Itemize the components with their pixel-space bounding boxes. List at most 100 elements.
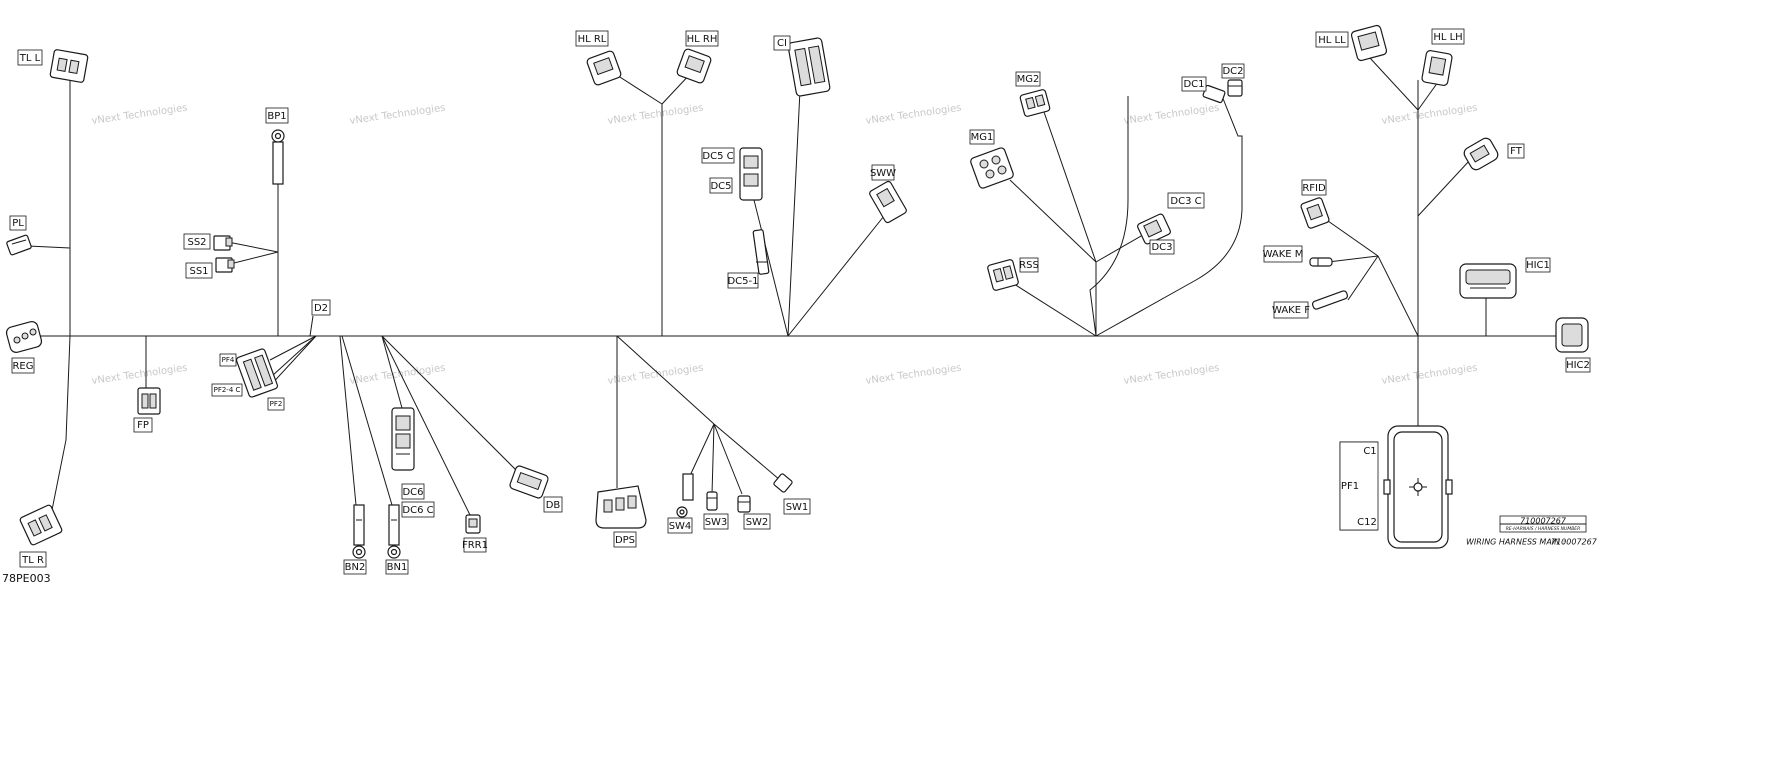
label-bn2: BN2	[345, 562, 366, 573]
pf-connector-cluster	[235, 348, 279, 398]
dc5-connector	[739, 147, 763, 201]
label-tl-r: TL R	[21, 555, 44, 566]
label-bp1: BP1	[267, 111, 286, 122]
label-dc3: DC3	[1151, 242, 1172, 253]
harness-caption-number: 710007267	[1551, 538, 1598, 547]
watermark: vNext Technologies	[607, 363, 704, 387]
label-ft: FT	[1510, 146, 1523, 157]
label-pf4: PF4	[222, 356, 235, 364]
tl-r-connector	[19, 504, 63, 546]
hl-rl-connector	[586, 50, 622, 86]
label-wake-f: WAKE F	[1272, 305, 1310, 316]
label-wake-m: WAKE M	[1263, 249, 1304, 260]
bn1-terminal	[387, 504, 401, 559]
watermark: vNext Technologies	[1123, 363, 1220, 387]
harness-caption: WIRING HARNESS MAIN :	[1466, 538, 1566, 547]
label-fp: FP	[137, 420, 149, 431]
hl-rh-connector	[676, 48, 712, 84]
pl-connector	[6, 234, 32, 256]
bn2-terminal	[352, 504, 366, 559]
label-rss: RSS	[1019, 260, 1039, 271]
label-d2: D2	[314, 303, 328, 314]
hic2-connector	[1555, 317, 1589, 353]
label-dc5-c: DC5 C	[702, 151, 733, 162]
label-pl: PL	[12, 218, 24, 229]
figure-id: 78PE003	[2, 572, 51, 585]
label-ecu-pf1: PF1	[1341, 481, 1359, 492]
pf1-ecu-module	[1339, 425, 1453, 549]
part-number: 710007267	[1520, 517, 1567, 526]
label-bn1: BN1	[387, 562, 408, 573]
ss2-connector	[213, 235, 233, 251]
label-dc2: DC2	[1222, 66, 1243, 77]
dc6-connector	[391, 407, 415, 471]
label-ecu-pin-bottom: C12	[1357, 517, 1377, 528]
mg2-connector	[1019, 89, 1051, 117]
tl-l-connector	[49, 49, 89, 83]
label-ci: CI	[777, 38, 787, 49]
sw3-terminal	[706, 491, 718, 511]
watermark: vNext Technologies	[91, 103, 188, 127]
label-hl-lh: HL LH	[1433, 32, 1462, 43]
part-number-sub-label: RE-HARNAIS / HARNESS NUMBER	[1506, 526, 1581, 532]
frr1-connector	[465, 514, 481, 534]
watermark: vNext Technologies	[1381, 363, 1478, 387]
label-dc1: DC1	[1183, 79, 1204, 90]
label-dps: DPS	[615, 535, 635, 546]
label-sw4: SW4	[669, 521, 692, 532]
watermark: vNext Technologies	[1123, 103, 1220, 127]
ft-connector	[1463, 137, 1499, 171]
connector-symbols	[5, 24, 1589, 559]
dps-connector	[595, 485, 647, 529]
label-db: DB	[546, 500, 561, 511]
label-dc6-c: DC6 C	[402, 505, 433, 516]
sw1-terminal	[773, 473, 793, 493]
watermark: vNext Technologies	[349, 363, 446, 387]
watermark-layer: vNext Technologies vNext Technologies vN…	[91, 103, 1478, 387]
label-hic2: HIC2	[1566, 360, 1590, 371]
label-dc5-1: DC5-1	[727, 276, 758, 287]
label-hl-rl: HL RL	[578, 34, 607, 45]
label-sw2: SW2	[746, 517, 769, 528]
label-sw3: SW3	[705, 517, 728, 528]
label-ecu-pin-top: C1	[1363, 446, 1376, 457]
fp-connector	[137, 387, 161, 415]
label-frr1: FRR1	[462, 540, 488, 551]
watermark: vNext Technologies	[91, 363, 188, 387]
label-hl-ll: HL LL	[1318, 35, 1346, 46]
db-connector	[509, 465, 549, 499]
label-hic1: HIC1	[1526, 260, 1550, 271]
connector-labels: TL L PL REG TL R FP BP1 SS2 SS1 D2 PF4 P…	[2, 32, 1598, 585]
hic1-connector	[1459, 263, 1517, 299]
label-mg2: MG2	[1017, 74, 1040, 85]
label-ss2: SS2	[187, 237, 206, 248]
label-sw1: SW1	[786, 502, 809, 513]
part-number-box	[1499, 515, 1587, 533]
dc3-connector	[1137, 213, 1171, 245]
harness-wires	[27, 57, 1560, 516]
dc2-connector	[1227, 79, 1243, 97]
label-mg1: MG1	[971, 132, 994, 143]
label-hl-rh: HL RH	[687, 34, 718, 45]
label-rfid: RFID	[1302, 183, 1326, 194]
mg1-connector	[970, 147, 1014, 189]
sww-connector	[869, 180, 907, 224]
rss-connector	[987, 259, 1019, 291]
label-ss1: SS1	[189, 266, 208, 277]
label-dc3-c: DC3 C	[1170, 196, 1201, 207]
sw2-terminal	[737, 495, 751, 513]
dc5-1-terminal	[752, 229, 770, 275]
watermark: vNext Technologies	[865, 103, 962, 127]
sw4-terminal	[676, 473, 694, 518]
hl-lh-connector	[1421, 50, 1453, 86]
ss1-connector	[215, 257, 235, 273]
watermark: vNext Technologies	[865, 363, 962, 387]
reg-connector	[5, 321, 43, 353]
label-pf2-4-c: PF2-4 C	[214, 386, 241, 394]
bp1-terminal	[271, 129, 285, 185]
hl-ll-connector	[1350, 24, 1388, 62]
wake-f-terminal	[1311, 290, 1349, 310]
wake-m-terminal	[1309, 257, 1333, 267]
label-reg: REG	[12, 361, 33, 372]
